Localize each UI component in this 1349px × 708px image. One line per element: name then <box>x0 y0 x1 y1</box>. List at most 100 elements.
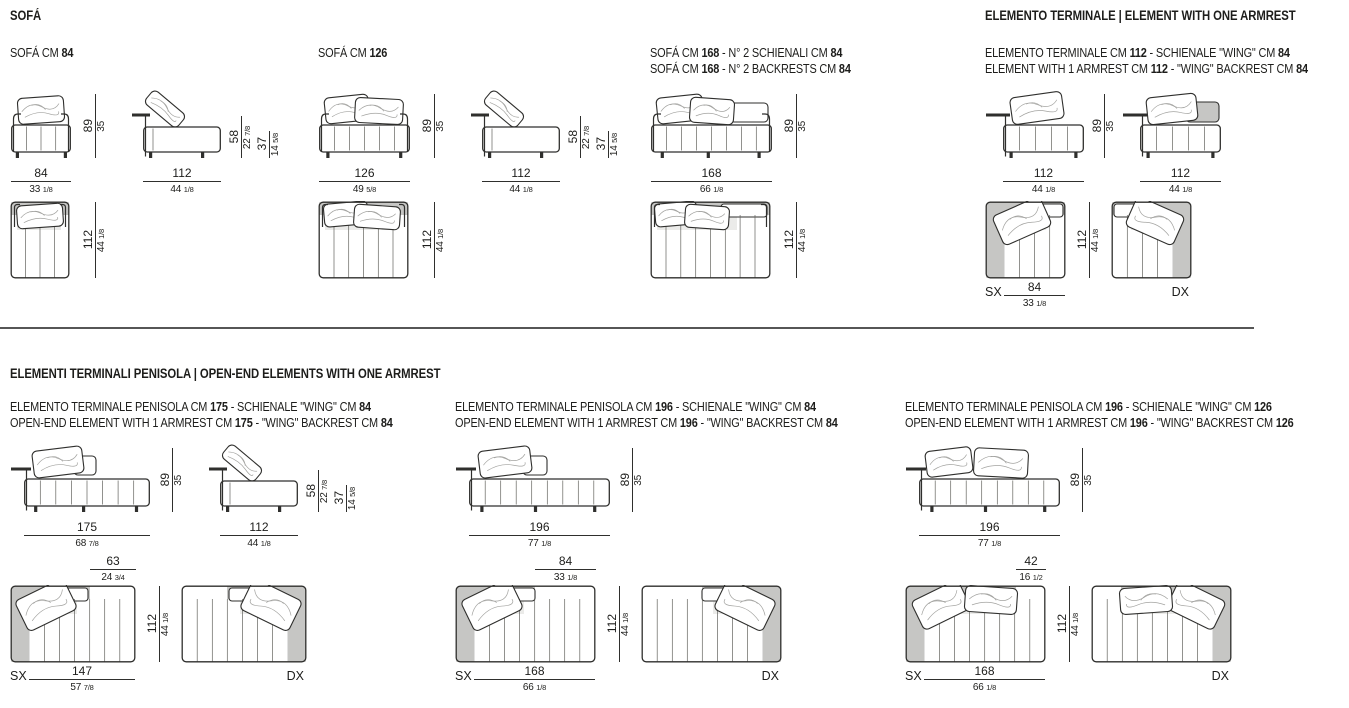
variant-heading: ELEMENTO TERMINALE PENISOLA CM 196 - SCH… <box>905 399 1349 443</box>
variant-heading: ELEMENTO TERMINALE PENISOLA CM 196 - SCH… <box>455 399 911 443</box>
variant-block-penisola-196-126: ELEMENTO TERMINALE PENISOLA CM 196 - SCH… <box>905 399 1349 699</box>
front-view-drawing <box>456 445 610 512</box>
sx-label: SX <box>10 669 27 683</box>
plan-view-drawing <box>650 201 771 279</box>
heading-line: ELEMENTO TERMINALE PENISOLA CM 196 - SCH… <box>905 399 1272 414</box>
figure <box>10 201 70 279</box>
variant-heading: ELEMENTO TERMINALE PENISOLA CM 175 - SCH… <box>10 399 466 443</box>
section-divider <box>0 327 1254 329</box>
sx-label: SX <box>985 285 1002 299</box>
heading-line: OPEN-END ELEMENT WITH 1 ARMREST CM 175 -… <box>10 414 393 430</box>
figure: DX <box>1091 555 1232 699</box>
heading-line: SOFÁ CM 126 <box>318 45 388 60</box>
heading-line: ELEMENTO TERMINALE CM 112 - SCHIENALE "W… <box>985 45 1290 60</box>
variant-block-terminale-112: ELEMENTO TERMINALE CM 112 - SCHIENALE "W… <box>985 45 1349 315</box>
front-view-drawing <box>319 93 410 158</box>
variant-heading: ELEMENTO TERMINALE CM 112 - SCHIENALE "W… <box>985 45 1349 89</box>
plan-view-drawing <box>455 585 596 663</box>
side-view-drawing <box>132 90 221 158</box>
plan-view-drawing <box>10 201 70 279</box>
front-view-drawing <box>1123 92 1221 158</box>
figure: DX <box>181 555 307 699</box>
variant-heading: SOFÁ CM 126 <box>318 45 620 89</box>
dx-label: DX <box>761 669 779 683</box>
plan-caption-row: DX <box>1111 279 1192 315</box>
front-view-drawing <box>906 446 1060 512</box>
section-title-open-end-elements: ELEMENTI TERMINALI PENISOLA | OPEN-END E… <box>10 366 441 381</box>
dx-label: DX <box>1211 669 1229 683</box>
heading-line: ELEMENTO TERMINALE PENISOLA CM 196 - SCH… <box>455 399 816 414</box>
heading-line: ELEMENTO TERMINALE PENISOLA CM 175 - SCH… <box>10 399 371 414</box>
figure <box>650 201 771 279</box>
variant-block-penisola-175: ELEMENTO TERMINALE PENISOLA CM 175 - SCH… <box>10 399 466 699</box>
heading-line: OPEN-END ELEMENT WITH 1 ARMREST CM 196 -… <box>455 414 838 430</box>
section-title-element-with-armrest: ELEMENTO TERMINALE | ELEMENT WITH ONE AR… <box>985 8 1296 23</box>
plan-view-drawing <box>318 201 409 279</box>
sx-label: SX <box>455 669 472 683</box>
section-title-sofa: SOFÁ <box>10 8 42 23</box>
variant-block-penisola-196-84: ELEMENTO TERMINALE PENISOLA CM 196 - SCH… <box>455 399 911 699</box>
side-view-drawing <box>209 444 298 512</box>
plan-view-drawing <box>1091 585 1232 663</box>
heading-line: SOFÁ CM 84 <box>10 45 74 60</box>
plan-view-drawing <box>985 201 1066 279</box>
front-view-drawing <box>986 91 1084 158</box>
figure: DX <box>641 555 782 699</box>
figure: DX <box>1111 201 1192 315</box>
